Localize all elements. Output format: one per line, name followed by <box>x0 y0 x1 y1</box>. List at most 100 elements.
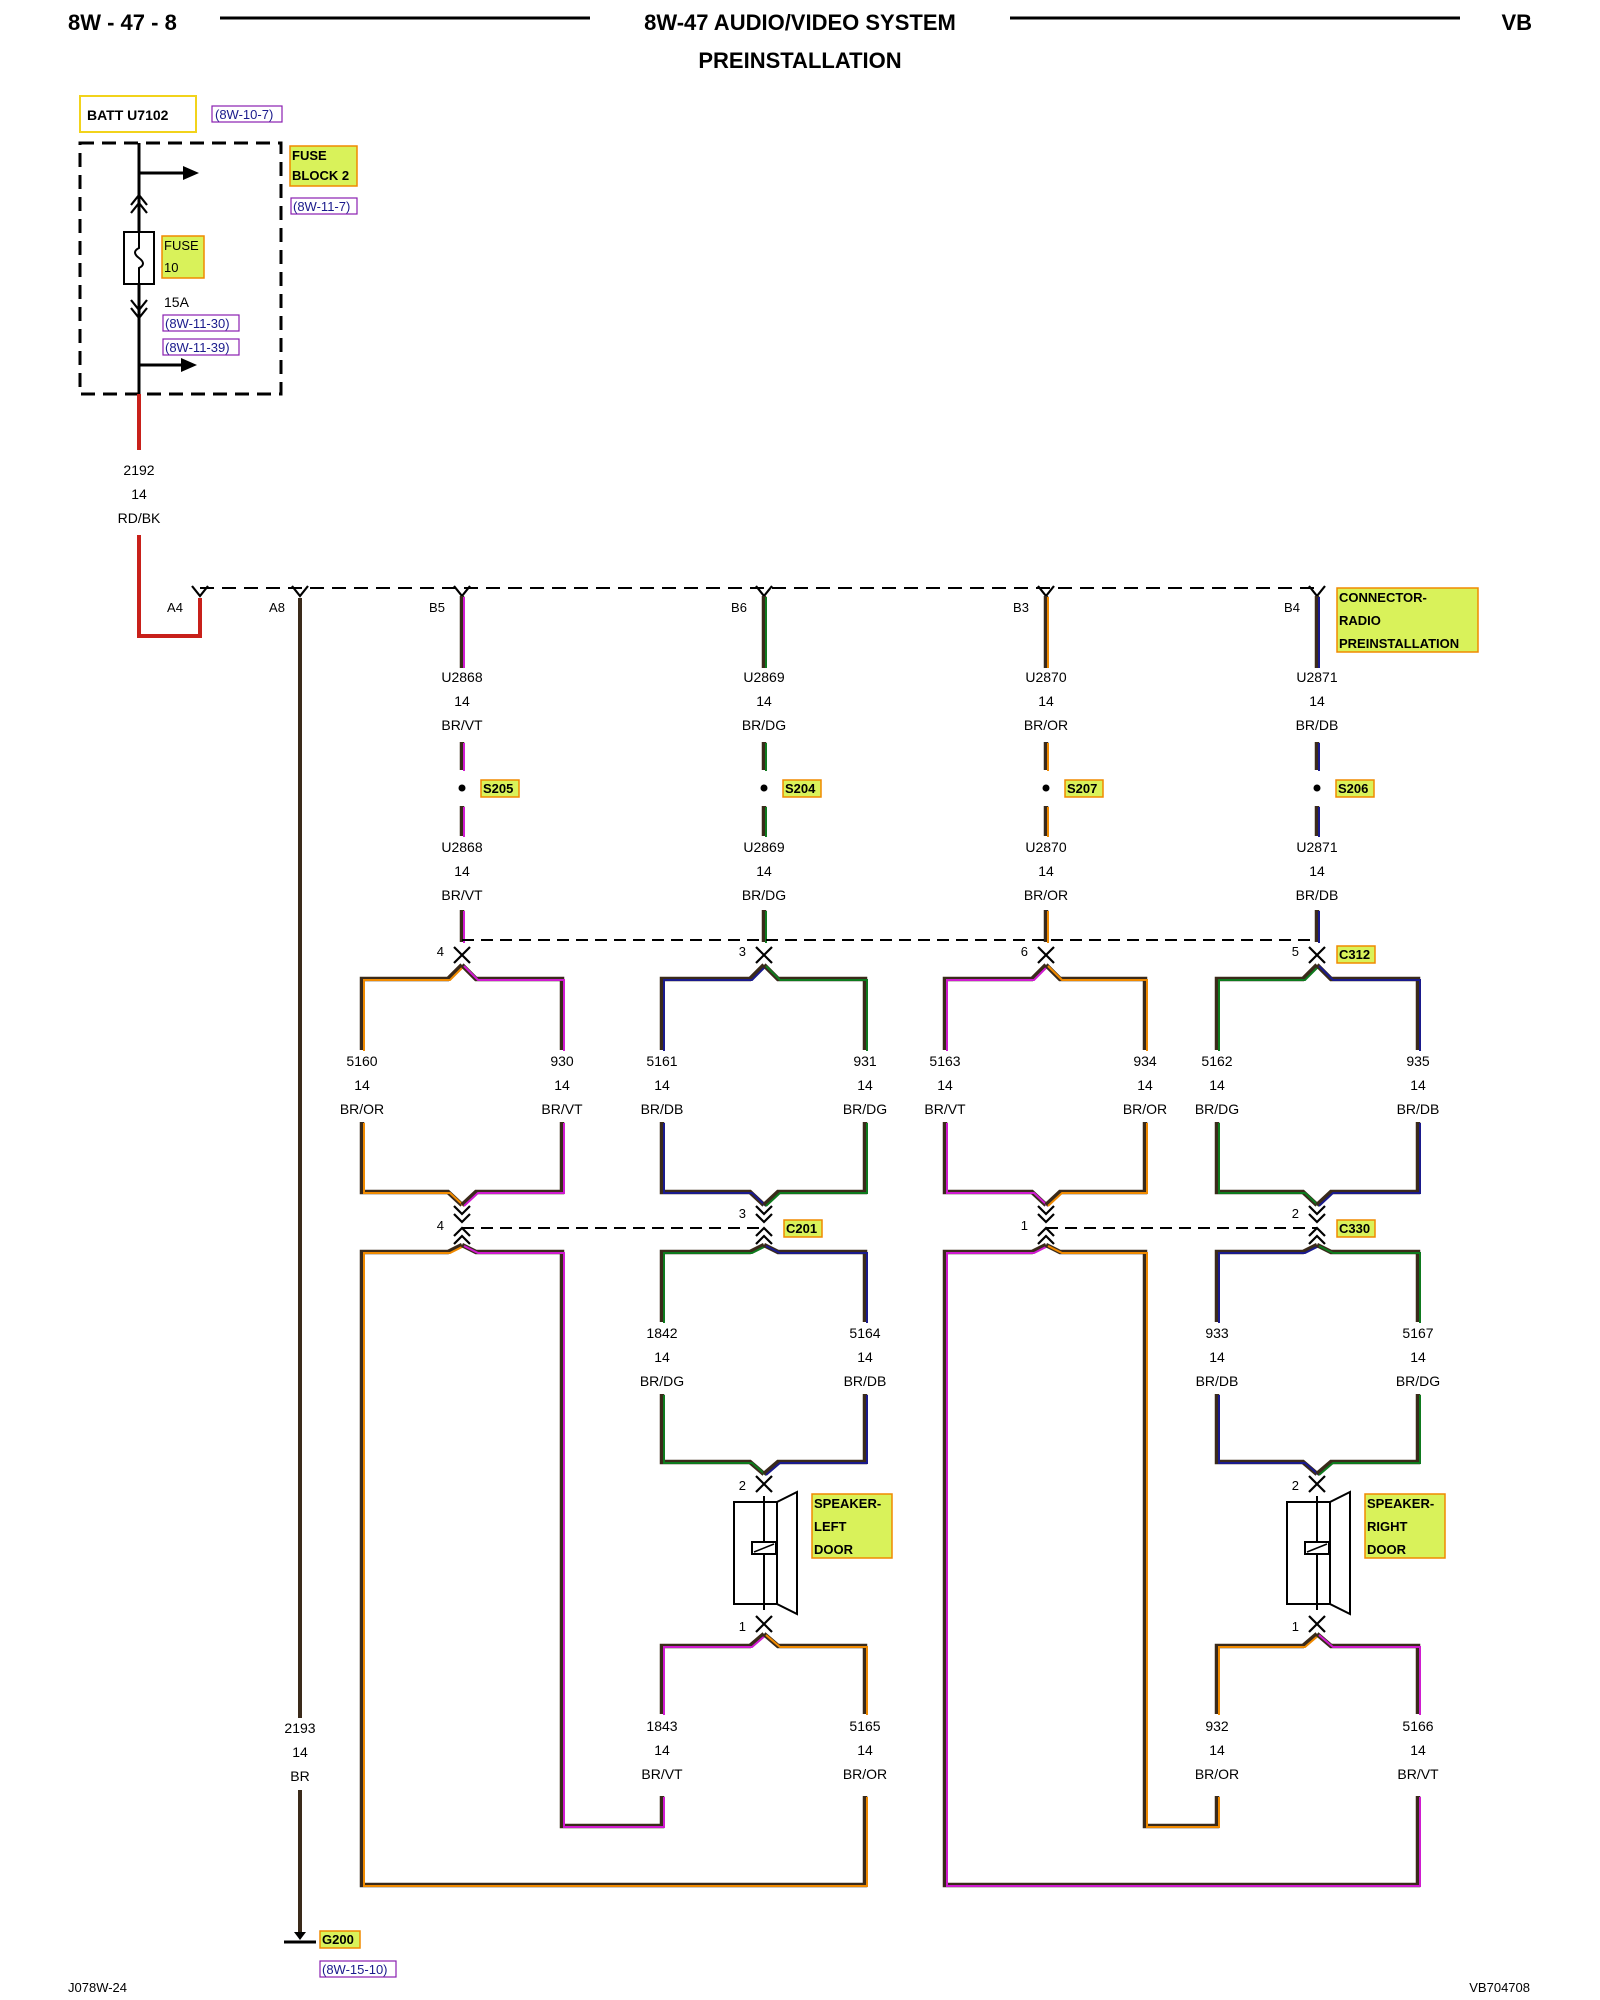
fuse-block-name: FUSE <box>292 148 327 163</box>
splice-S204: S204 <box>785 781 816 796</box>
wire-5167-lower-stripe <box>1318 1395 1421 1476</box>
connector-terminal <box>755 1213 773 1224</box>
wire-5167-color: BR/DG <box>1396 1373 1440 1389</box>
radio-connector-name-2: RADIO <box>1339 613 1381 628</box>
connector-c312-name: C312 <box>1339 947 1370 962</box>
wire-5166-bottom-label-bg <box>1388 1717 1448 1779</box>
fuse-ref-link-2[interactable]: (8W-11-30) <box>165 316 230 331</box>
wire-932-bottom-circuit: 932 <box>1205 1718 1229 1734</box>
wire-U2870-lower-gauge: 14 <box>1038 863 1054 879</box>
wire-1842-gauge: 14 <box>654 1349 670 1365</box>
wire-930-gauge: 14 <box>554 1077 570 1093</box>
wire-5162-color: BR/DG <box>1195 1101 1239 1117</box>
splice-dot <box>760 784 768 792</box>
connector-c330-pin-label: 1 <box>1021 1218 1028 1233</box>
radio-pin-terminal <box>291 585 309 598</box>
connector-terminal <box>755 1234 773 1245</box>
wire-U2868-lower-circuit: U2868 <box>441 839 482 855</box>
fuse-ref-box-2[interactable] <box>162 314 240 332</box>
speaker-pin-label-bottom: 1 <box>739 1619 746 1634</box>
radio-pin-label: A4 <box>167 600 183 615</box>
connector-c312-name-bg <box>1336 945 1376 964</box>
wire-5160-circuit: 5160 <box>346 1053 377 1069</box>
radio-pin-terminal <box>453 585 471 598</box>
wire-5166-upper-stripe <box>1318 1634 1421 1715</box>
wire-5162-lower-stripe <box>1218 1123 1320 1207</box>
wire-930-color: BR/VT <box>541 1101 583 1117</box>
wire-5161 <box>659 963 766 1050</box>
battery-ref-box[interactable] <box>211 105 283 123</box>
wire-5163 <box>942 963 1048 1050</box>
fuse-block-ref-box[interactable] <box>290 197 358 215</box>
wire-U2868-lower-label-bg <box>432 838 492 900</box>
wire-5161-stripe <box>663 965 767 1051</box>
wire-930-lower-stripe <box>463 1123 565 1207</box>
wire-931-stripe <box>765 965 868 1051</box>
wire-934-color: BR/OR <box>1123 1101 1167 1117</box>
wire-1842-stripe <box>663 1245 767 1323</box>
battery-ref-link[interactable]: (8W-10-7) <box>215 107 273 122</box>
wire-5160-color: BR/OR <box>340 1101 384 1117</box>
radio-pin-label: B5 <box>429 600 445 615</box>
wire-1843-bottom-gauge: 14 <box>654 1742 670 1758</box>
wire-934-stripe <box>1047 965 1148 1051</box>
radio-pin-label: A8 <box>269 600 285 615</box>
battery-box <box>79 95 197 133</box>
fuse-block-ref-link[interactable]: (8W-11-7) <box>293 199 350 214</box>
connector-terminal <box>755 1226 773 1237</box>
wire-U2869-upper-gauge: 14 <box>756 693 772 709</box>
speaker-name: SPEAKER- <box>814 1496 881 1511</box>
connector-c312-pin-b <box>1037 946 1055 964</box>
wire-5161-label-bg <box>632 1052 692 1114</box>
wire-1843-bottom-circuit: 1843 <box>646 1718 677 1734</box>
wire-932-bottom-label-bg <box>1187 1717 1247 1779</box>
wire-5162-stripe <box>1218 965 1320 1051</box>
ground-ref-link[interactable]: (8W-15-10) <box>322 1962 388 1977</box>
wire-5167-circuit: 5167 <box>1402 1325 1433 1341</box>
wire-1842-label-bg <box>632 1324 692 1386</box>
connector-c312-pin-label: 6 <box>1021 944 1028 959</box>
speaker-name: RIGHT <box>1367 1519 1408 1534</box>
wire-U2871-upper-gauge: 14 <box>1309 693 1325 709</box>
wire-1843-loop-stripe <box>463 1245 665 1828</box>
connector-c330-name: C330 <box>1339 1221 1370 1236</box>
page-subtitle: PREINSTALLATION <box>698 48 901 73</box>
fuse-ref-link-3[interactable]: (8W-11-39) <box>165 340 230 355</box>
wire-2193-gauge: 14 <box>292 1744 308 1760</box>
connector-c312-pin-b <box>755 946 773 964</box>
wire-5161-lower-stripe <box>663 1123 767 1207</box>
radio-connector-name: CONNECTOR- <box>1339 590 1427 605</box>
connector-c312-pin-label: 5 <box>1292 944 1299 959</box>
wire-1842-circuit: 1842 <box>646 1325 677 1341</box>
connector-terminal <box>1037 1226 1055 1237</box>
wire-5165-bottom-circuit: 5165 <box>849 1718 880 1734</box>
fuse-block-name-2: BLOCK 2 <box>292 168 349 183</box>
wire-U2870-upper-label-bg <box>1016 668 1076 730</box>
connector-terminal <box>1037 1213 1055 1224</box>
body-code: VB <box>1501 10 1532 35</box>
wire-2192-color: RD/BK <box>118 510 161 526</box>
wire-931-lower-stripe <box>765 1123 868 1207</box>
connector-c312-pin-b <box>453 946 471 964</box>
wire-933-label-bg <box>1187 1324 1247 1386</box>
wire-U2871-lower-gauge: 14 <box>1309 863 1325 879</box>
wire-5167-label-bg <box>1388 1324 1448 1386</box>
wire-2193-circuit: 2193 <box>284 1720 315 1736</box>
wire-934-label-bg <box>1115 1052 1175 1114</box>
wire-5160-lower-stripe <box>363 1123 465 1207</box>
connector-terminal <box>755 1205 773 1216</box>
connector-terminal <box>453 1205 471 1216</box>
page-number: 8W - 47 - 8 <box>68 10 177 35</box>
wire-U2868-upper-color: BR/VT <box>441 717 483 733</box>
fuse-number: 10 <box>164 260 178 275</box>
fuse-ref-box-3[interactable] <box>162 338 240 356</box>
connector-terminal <box>1308 1226 1326 1237</box>
ground-ref-box[interactable] <box>319 1960 397 1978</box>
connector-terminal <box>453 1234 471 1245</box>
radio-pin-terminal <box>1308 585 1326 598</box>
connector-c312-pin-label: 4 <box>437 944 444 959</box>
wire-U2871-upper-color: BR/DB <box>1296 717 1339 733</box>
wire-U2869-upper-label-bg <box>734 668 794 730</box>
wire-930-label-bg <box>532 1052 592 1114</box>
speaker-coil-mark <box>1306 1543 1328 1553</box>
